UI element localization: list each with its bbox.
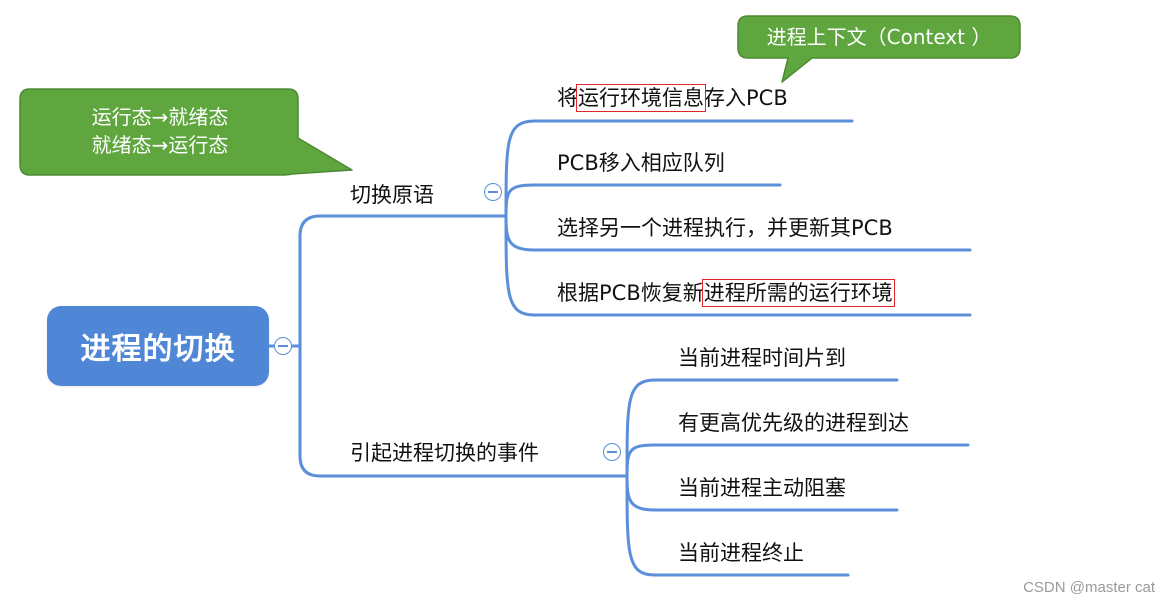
branch-switch-events-label: 引起进程切换的事件 — [350, 441, 539, 465]
child-restore-context-highlight: 进程所需的运行环境 — [701, 279, 895, 307]
branch-1-link-4 — [504, 214, 537, 317]
branch-2-link-3 — [625, 474, 657, 512]
child-voluntary-block-label: 当前进程主动阻塞 — [678, 476, 846, 500]
states-callout: 运行态→就绪态 就绪态→运行态 — [40, 103, 280, 159]
branch-2-link-1 — [625, 378, 657, 478]
states-callout-line2: 就绪态→运行态 — [91, 133, 229, 157]
child-higher-priority-arrives-label: 有更高优先级的进程到达 — [678, 411, 909, 435]
root-collapse-icon[interactable] — [274, 337, 292, 355]
child-voluntary-block[interactable]: 当前进程主动阻塞 — [678, 476, 846, 500]
child-select-process[interactable]: 选择另一个进程执行，并更新其PCB — [557, 216, 893, 240]
child-select-process-label: 选择另一个进程执行，并更新其PCB — [557, 216, 893, 240]
child-higher-priority-arrives[interactable]: 有更高优先级的进程到达 — [678, 411, 909, 435]
branch-1-link-2 — [504, 183, 537, 218]
branch-2-link-4 — [625, 474, 657, 577]
child-move-pcb[interactable]: PCB移入相应队列 — [557, 151, 725, 175]
root-node[interactable]: 进程的切换 — [47, 306, 269, 386]
child-save-context[interactable]: 将运行环境信息存入PCB — [557, 84, 788, 112]
states-callout-line1: 运行态→就绪态 — [91, 105, 229, 129]
root-label: 进程的切换 — [80, 332, 236, 367]
branch-switch-events[interactable]: 引起进程切换的事件 — [350, 441, 539, 465]
branch-2-link-2 — [625, 443, 657, 478]
child-move-pcb-label: PCB移入相应队列 — [557, 151, 725, 175]
child-save-context-highlight: 运行环境信息 — [576, 84, 706, 112]
context-callout-label: 进程上下文（Context ） — [766, 25, 992, 49]
child-save-context-post: 存入PCB — [704, 86, 788, 110]
child-process-terminates-label: 当前进程终止 — [678, 541, 804, 565]
branch-2-collapse-icon[interactable] — [603, 443, 621, 461]
branch-1-link-1 — [504, 119, 537, 218]
branch-1-collapse-icon[interactable] — [484, 183, 502, 201]
child-timeslice-expired-label: 当前进程时间片到 — [678, 346, 846, 370]
branch-switch-primitive[interactable]: 切换原语 — [350, 183, 434, 207]
context-callout: 进程上下文（Context ） — [738, 23, 1020, 51]
branch-1-link-3 — [504, 214, 537, 252]
child-process-terminates[interactable]: 当前进程终止 — [678, 541, 804, 565]
child-timeslice-expired[interactable]: 当前进程时间片到 — [678, 346, 846, 370]
trunk-upper — [298, 214, 322, 348]
child-save-context-pre: 将 — [557, 86, 578, 110]
branch-switch-primitive-label: 切换原语 — [350, 183, 434, 207]
child-restore-context-pre: 根据PCB恢复新 — [557, 281, 704, 305]
child-restore-context[interactable]: 根据PCB恢复新进程所需的运行环境 — [557, 279, 895, 307]
watermark: CSDN @master cat — [1023, 579, 1155, 596]
trunk-lower — [298, 344, 322, 478]
